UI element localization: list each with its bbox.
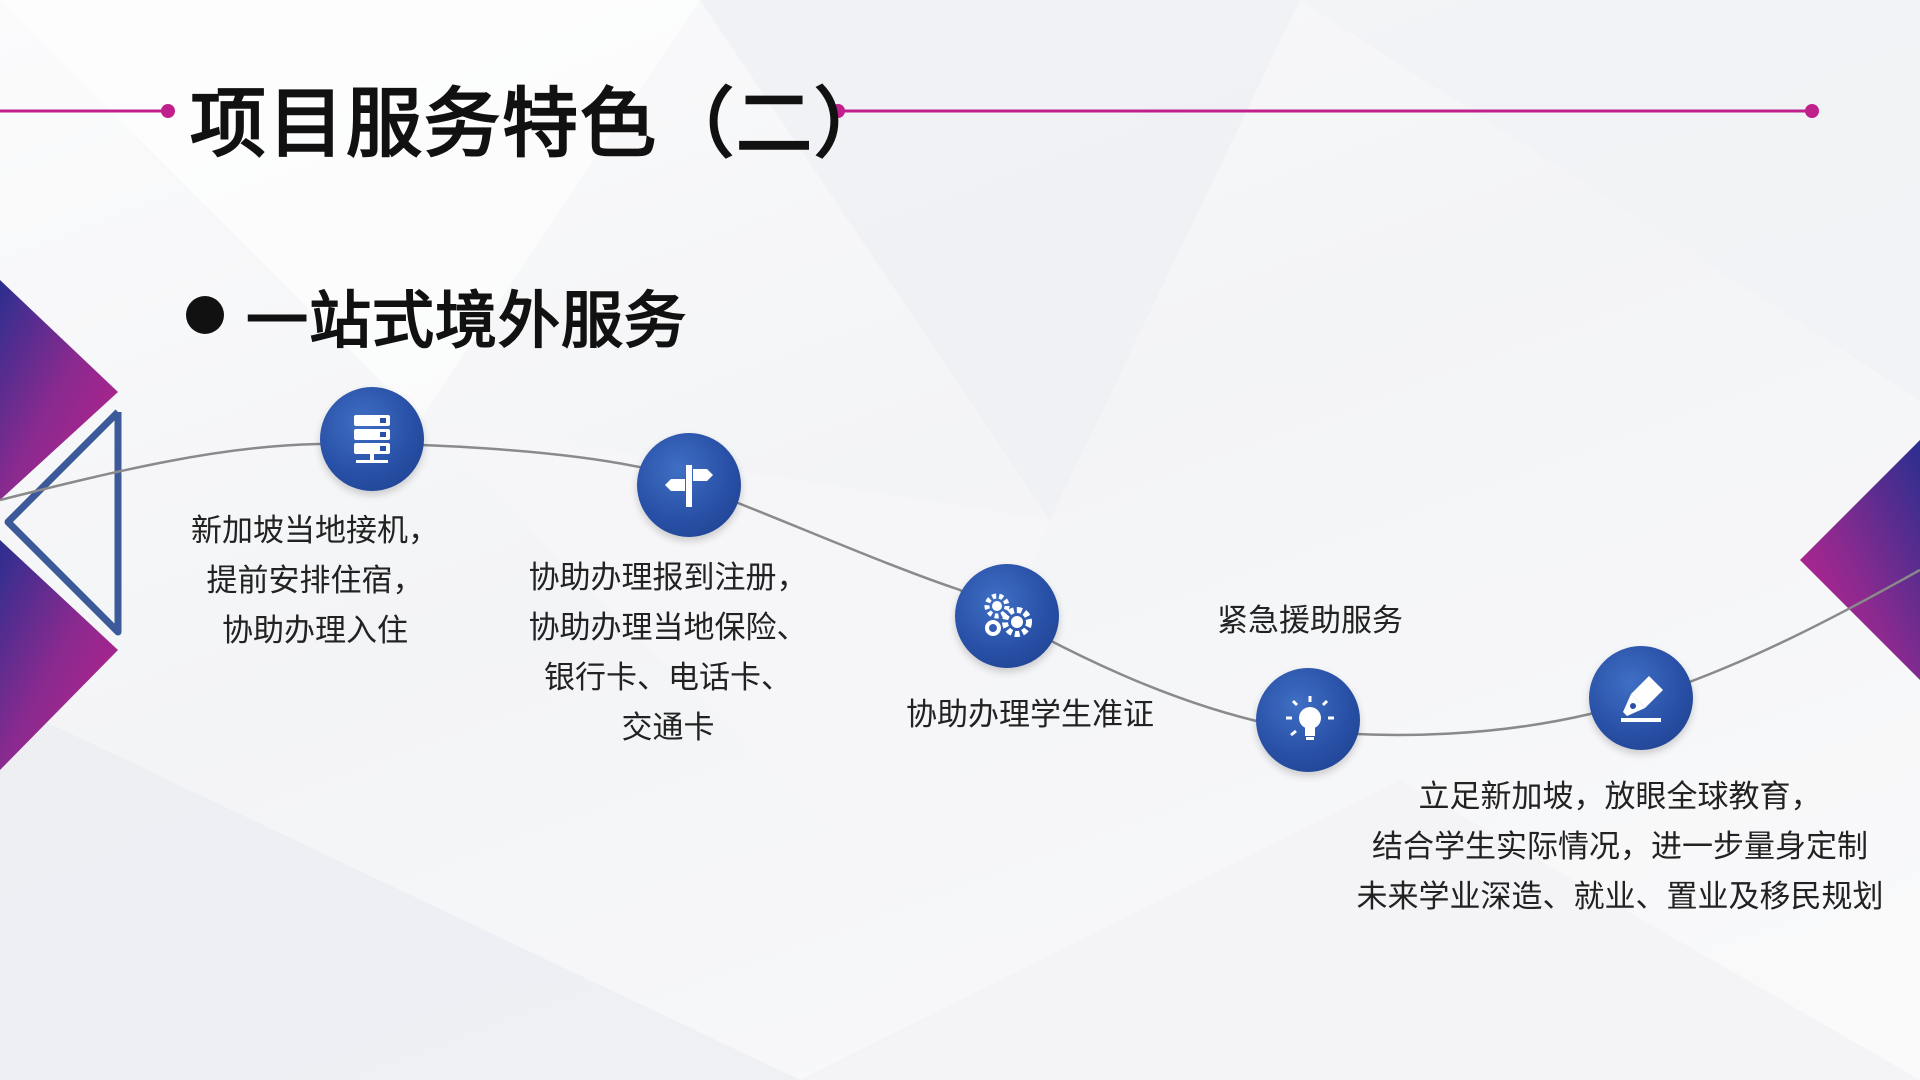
step-5-label: 立足新加坡，放眼全球教育， 结合学生实际情况，进一步量身定制 未来学业深造、就业… xyxy=(1340,772,1900,922)
step-2-line-2: 协助办理当地保险、 xyxy=(528,610,808,646)
step-1-line-1: 新加坡当地接机， xyxy=(191,513,439,549)
signpost-icon xyxy=(665,465,713,507)
left-decor-top xyxy=(0,280,118,500)
section-heading: 一站式境外服务 xyxy=(186,270,687,360)
left-chevron xyxy=(4,409,122,636)
step-2-line-1: 协助办理报到注册， xyxy=(528,560,808,596)
step-3-node xyxy=(955,564,1059,668)
left-decor-bottom xyxy=(0,540,118,770)
step-5-line-1: 立足新加坡，放眼全球教育， xyxy=(1418,779,1822,815)
gears-icon xyxy=(984,593,1032,637)
step-2-label: 协助办理报到注册， 协助办理当地保险、 银行卡、电话卡、 交通卡 xyxy=(508,553,828,753)
step-2-line-3: 银行卡、电话卡、 xyxy=(544,660,792,696)
step-3-label: 协助办理学生准证 xyxy=(880,690,1180,740)
step-2-line-4: 交通卡 xyxy=(621,710,715,746)
step-2-node xyxy=(637,433,741,537)
step-1-line-2: 提前安排住宿， xyxy=(206,563,424,599)
step-5-line-2: 结合学生实际情况，进一步量身定制 xyxy=(1372,829,1868,865)
step-1-node xyxy=(320,387,424,491)
step-4-node xyxy=(1256,668,1360,772)
pen-nib-icon xyxy=(1621,676,1663,722)
step-3-line-1: 协助办理学生准证 xyxy=(906,697,1154,733)
step-4-line-1: 紧急援助服务 xyxy=(1217,603,1403,639)
page-title: 项目服务特色（二） xyxy=(190,79,892,168)
step-4-label: 紧急援助服务 xyxy=(1170,596,1450,646)
bullet-dot xyxy=(186,296,224,334)
step-5-node xyxy=(1589,646,1693,750)
step-5-line-3: 未来学业深造、就业、置业及移民规划 xyxy=(1356,879,1884,915)
server-icon xyxy=(354,415,390,463)
step-1-line-3: 协助办理入住 xyxy=(222,613,408,649)
step-1-label: 新加坡当地接机， 提前安排住宿， 协助办理入住 xyxy=(180,506,450,656)
right-decor xyxy=(1800,440,1920,680)
lightbulb-icon xyxy=(1286,696,1334,740)
section-heading-text: 一站式境外服务 xyxy=(246,284,688,357)
